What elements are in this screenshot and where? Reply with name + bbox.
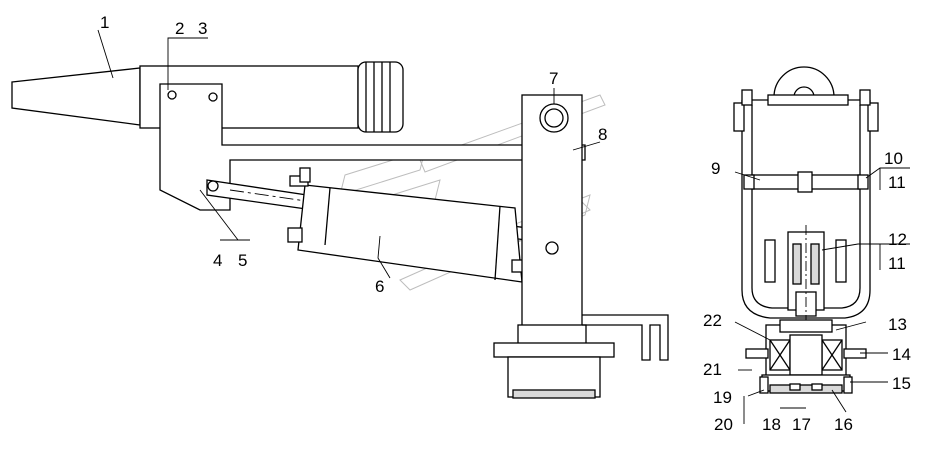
barrel-end xyxy=(357,61,404,133)
callout-19: 19 xyxy=(713,388,732,407)
callout-1: 1 xyxy=(100,13,109,32)
callout-3: 3 xyxy=(198,19,207,38)
callout-7: 7 xyxy=(549,69,558,88)
callout-2: 2 xyxy=(175,19,184,38)
bolt-hole xyxy=(208,92,218,102)
callout-12: 12 xyxy=(888,230,907,249)
front-section xyxy=(733,66,879,394)
callout-17: 17 xyxy=(792,415,811,434)
callout-4: 4 xyxy=(213,251,222,270)
callout-10: 10 xyxy=(884,149,903,168)
side-bracket xyxy=(582,314,669,361)
nozzle-assembly xyxy=(11,61,669,399)
callout-14: 14 xyxy=(892,345,911,364)
callout-22: 22 xyxy=(703,311,722,330)
callout-11a: 11 xyxy=(888,173,906,192)
callout-9: 9 xyxy=(711,159,720,178)
callout-5: 5 xyxy=(238,251,247,270)
leader-lines xyxy=(97,29,910,424)
callout-20: 20 xyxy=(714,415,733,434)
callout-21: 21 xyxy=(703,360,722,379)
callout-8: 8 xyxy=(598,125,607,144)
base-flange xyxy=(493,342,615,358)
callout-18: 18 xyxy=(762,415,781,434)
callouts: 1 2 3 4 5 6 7 8 9 10 11 12 11 13 14 15 1… xyxy=(100,13,911,434)
bracket xyxy=(159,83,586,211)
callout-11b: 11 xyxy=(888,254,906,273)
bolt-hole xyxy=(167,90,177,100)
callout-6: 6 xyxy=(375,277,384,296)
callout-16: 16 xyxy=(834,415,853,434)
nozzle-cone xyxy=(11,67,141,126)
hydraulic-cylinder xyxy=(297,184,523,283)
callout-15: 15 xyxy=(892,374,911,393)
callout-13: 13 xyxy=(888,315,907,334)
column xyxy=(521,94,583,328)
